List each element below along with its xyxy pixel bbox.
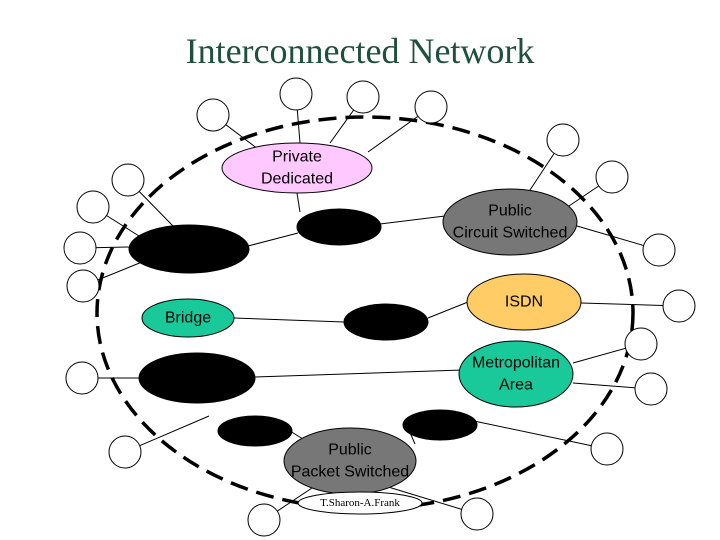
terminal-host-18 <box>460 497 494 531</box>
terminal-host-13 <box>65 361 99 395</box>
private-dedicated-label: Dedicated <box>261 171 333 188</box>
terminal-host-6 <box>76 190 110 224</box>
private-dedicated-label: Private <box>272 149 322 166</box>
terminal-host-11 <box>642 233 676 267</box>
terminal-host-17 <box>247 503 281 537</box>
terminal-host-2 <box>279 77 313 111</box>
terminal-host-9 <box>546 123 580 157</box>
link-line-4 <box>233 317 345 323</box>
router-mid-ellipse <box>343 303 429 341</box>
router-top-label: Router <box>315 219 364 236</box>
router-mid-node: Router <box>343 303 429 341</box>
terminal-host-14 <box>624 327 658 361</box>
local-area-top-label: Local Area <box>151 241 227 258</box>
local-area-top-node: Local Area <box>128 224 250 274</box>
router-top-ellipse <box>296 208 382 246</box>
terminal-host-1 <box>196 98 230 132</box>
terminal-host-16 <box>108 435 142 469</box>
public-circuit-label: Public <box>488 203 532 220</box>
footer-label: T.Sharon-A.Frank <box>320 497 400 509</box>
local-area-bottom-node: Local Area <box>138 352 256 404</box>
terminal-host-8 <box>66 269 100 303</box>
bridge-label: Bridge <box>165 310 211 327</box>
private-dedicated-ellipse <box>221 142 373 194</box>
terminal-host-4 <box>414 90 448 124</box>
link-line-2 <box>379 215 446 225</box>
link-line-3 <box>247 232 299 247</box>
terminal-host-12 <box>662 289 696 323</box>
link-line-6 <box>254 369 463 378</box>
public-packet-ellipse <box>283 427 417 495</box>
terminal-host-5 <box>111 163 145 197</box>
isdn-label: ISDN <box>505 294 543 311</box>
link-line-1 <box>296 192 301 213</box>
footer-node: T.Sharon-A.Frank <box>297 491 423 515</box>
page-title: Interconnected Network <box>185 31 535 71</box>
public-circuit-ellipse <box>442 188 578 256</box>
router-top-node: Router <box>296 208 382 246</box>
bridge-node: Bridge <box>141 298 235 338</box>
bridge-ellipse <box>141 298 235 338</box>
gateway-left-label: Gateway <box>223 423 286 440</box>
link-line-5 <box>427 301 469 319</box>
terminal-host-19 <box>590 432 624 466</box>
gateway-left-node: Gateway <box>217 415 293 447</box>
public-packet-label: Public <box>328 442 372 459</box>
public-packet-label: Packet Switched <box>291 464 409 481</box>
footer-ellipse <box>297 491 423 515</box>
terminal-host-3 <box>346 80 380 114</box>
terminal-link-19 <box>473 420 608 450</box>
local-area-top-ellipse <box>128 224 250 274</box>
gateway-right-ellipse <box>402 409 478 441</box>
gateway-right-node: Gateway <box>402 409 478 441</box>
gateway-left-ellipse <box>217 415 293 447</box>
metropolitan-label: Metropolitan <box>472 355 560 372</box>
terminal-host-10 <box>595 160 629 194</box>
router-mid-label: Router <box>362 314 411 331</box>
local-area-bottom-label: Local Area <box>159 370 235 387</box>
terminal-host-15 <box>634 372 668 406</box>
metropolitan-ellipse <box>458 340 574 408</box>
isdn-node: ISDN <box>466 273 582 331</box>
local-area-bottom-ellipse <box>138 352 256 404</box>
terminal-host-7 <box>63 231 97 265</box>
public-circuit-label: Circuit Switched <box>453 225 568 242</box>
gateway-right-label: Gateway <box>408 417 471 434</box>
metropolitan-label: Area <box>499 377 533 394</box>
isdn-ellipse <box>466 273 582 331</box>
